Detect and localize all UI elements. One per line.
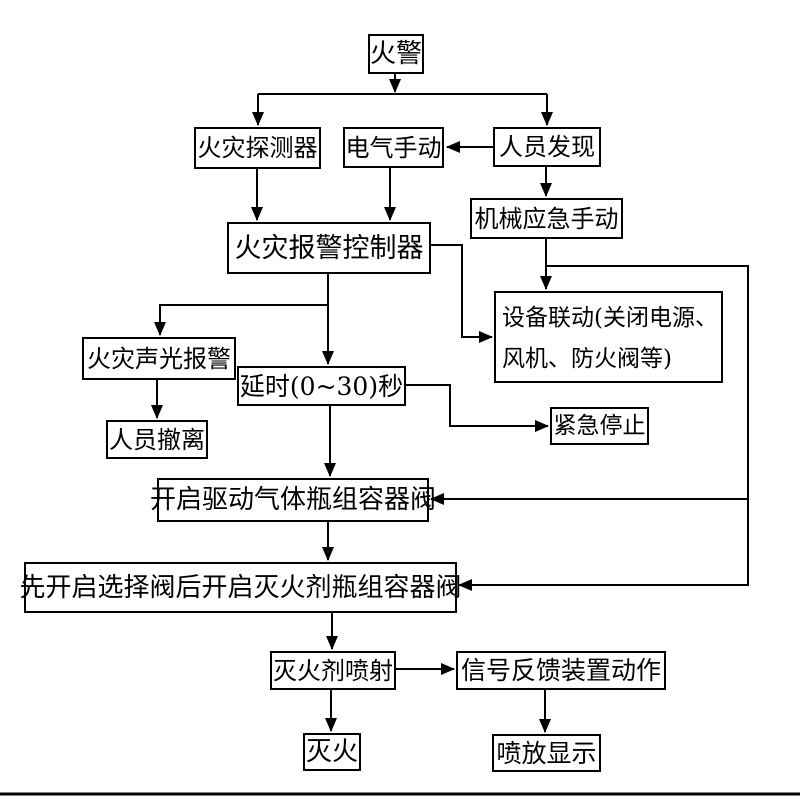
node-discharge-display: 喷放显示 — [492, 734, 601, 772]
node-agent-spray: 灭火剂喷射 — [270, 651, 396, 690]
node-mechanical-emergency-manual: 机械应急手动 — [470, 198, 623, 239]
node-label: 人员撤离 — [109, 425, 205, 454]
node-label: 开启驱动气体瓶组容器阀 — [150, 485, 437, 515]
node-open-selection-valve: 先开启选择阀后开启灭火剂瓶组容器阀 — [20, 562, 462, 613]
node-fire-alarm: 火警 — [368, 34, 424, 74]
edge-mechanical-manual-bypass-to-selection-valve — [458, 265, 749, 591]
node-fire-extinguished: 灭火 — [303, 733, 361, 771]
node-label-line2: 风机、防火阀等) — [502, 346, 672, 372]
node-label: 火警 — [370, 39, 423, 69]
node-label: 紧急停止 — [553, 412, 646, 439]
node-label: 电气手动 — [345, 133, 442, 162]
node-label: 延时(0~30)秒 — [239, 371, 404, 401]
node-fire-alarm-controller: 火灾报警控制器 — [227, 222, 431, 274]
node-label: 人员发现 — [499, 133, 595, 161]
node-personnel-evacuation: 人员撤离 — [106, 420, 208, 459]
node-label: 火灾探测器 — [197, 134, 318, 162]
node-label-line1: 设备联动(关闭电源、 — [502, 305, 718, 331]
edge-controller-to-equipment-linkage — [430, 244, 493, 343]
node-personnel-discovery: 人员发现 — [493, 127, 601, 167]
node-label: 信号反馈装置动作 — [460, 656, 661, 685]
edge-delay-to-emergency-stop — [405, 384, 549, 432]
edge-controller-to-sound-light-alarm — [154, 304, 328, 336]
node-label: 火灾声光报警 — [87, 344, 231, 373]
node-label: 喷放显示 — [496, 738, 597, 768]
node-sound-light-alarm: 火灾声光报警 — [82, 337, 236, 380]
node-delay: 延时(0~30)秒 — [237, 366, 406, 406]
node-signal-feedback: 信号反馈装置动作 — [456, 651, 666, 690]
node-emergency-stop: 紧急停止 — [550, 407, 649, 445]
node-electric-manual: 电气手动 — [343, 127, 444, 168]
node-fire-detector: 火灾探测器 — [194, 127, 321, 169]
node-open-driving-gas-valve: 开启驱动气体瓶组容器阀 — [150, 478, 436, 522]
node-label: 灭火剂喷射 — [273, 656, 393, 685]
node-label: 火灾报警控制器 — [234, 232, 424, 264]
node-label: 先开启选择阀后开启灭火剂瓶组容器阀 — [19, 572, 462, 603]
node-equipment-linkage: 设备联动(关闭电源、 风机、防火阀等) — [494, 291, 723, 383]
node-label: 机械应急手动 — [474, 204, 619, 233]
node-label: 灭火 — [305, 737, 358, 767]
